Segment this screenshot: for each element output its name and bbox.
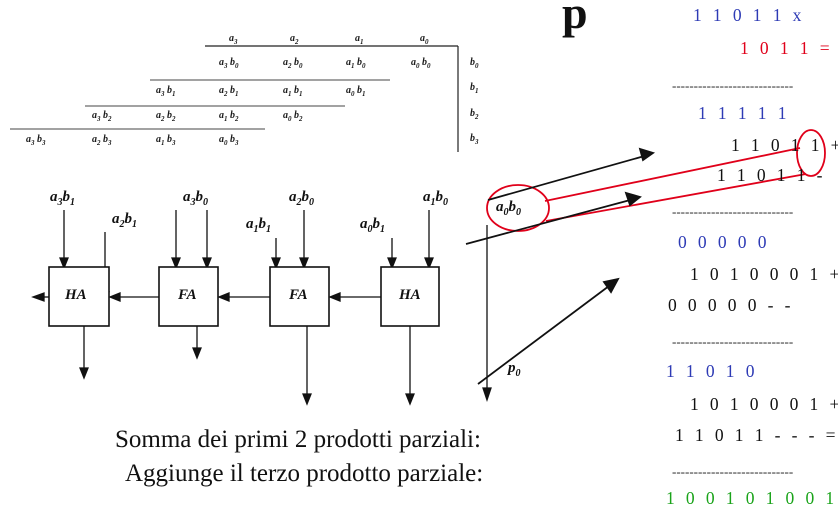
pp-row0-a2: a2 — [290, 33, 299, 46]
pp-row3-a1b2: a1 b2 — [219, 110, 239, 123]
pp-row3-a3b2: a3 b2 — [92, 110, 112, 123]
fa-label-2: FA — [289, 287, 308, 303]
pp-row1-a3b0: a3 b0 — [219, 57, 239, 70]
label-a0b0: a0b0 — [496, 199, 521, 218]
pp-row4-a3b3: a3 b3 — [26, 134, 46, 147]
pp-row1-a2b0: a2 b0 — [283, 57, 303, 70]
separator-3: ---------------------------- — [672, 334, 794, 349]
pp-row4-b3: b3 — [470, 133, 479, 146]
label-p0: p0 — [508, 360, 521, 379]
fa-label-1: FA — [178, 287, 197, 303]
pp-row4-a2b3: a2 b3 — [92, 134, 112, 147]
label-a0b1: a0b1 — [360, 216, 385, 235]
sum-2: 1 0 1 0 0 0 1 + — [690, 394, 838, 414]
pp-row2-a1b1: a1 b1 — [283, 85, 303, 98]
multiplicand: 1 1 0 1 1 x — [693, 5, 805, 25]
separator-2: ---------------------------- — [672, 204, 794, 219]
fa-block-1 — [158, 266, 219, 327]
pp-row0-a0: a0 — [420, 33, 429, 46]
pp-row3-a2b2: a2 b2 — [156, 110, 176, 123]
result: 1 0 0 1 0 1 0 0 1 — [666, 488, 838, 508]
partial-product-1: 1 1 0 1 1 + — [731, 135, 838, 155]
pp-row3-a0b2: a0 b2 — [283, 110, 303, 123]
label-a2b1: a2b1 — [112, 211, 137, 230]
pp-row4-a1b3: a1 b3 — [156, 134, 176, 147]
pp-row4-a0b3: a0 b3 — [219, 134, 239, 147]
label-a1b1: a1b1 — [246, 216, 271, 235]
pp-row0-a3: a3 — [229, 33, 238, 46]
ha-label-2: HA — [399, 287, 421, 303]
multiplier: 1 0 1 1 = — [740, 38, 833, 58]
pp-row2-a3b1: a3 b1 — [156, 85, 176, 98]
pp-row1-a1b0: a1 b0 — [346, 57, 366, 70]
caption-line1: Somma dei primi 2 prodotti parziali: — [115, 426, 481, 453]
caption-line2: Aggiunge il terzo prodotto parziale: — [125, 460, 484, 487]
multiplier-row: 1 0 1 1 = — [740, 38, 833, 59]
partial-product-4: 1 1 0 1 1 - - - = — [675, 425, 838, 445]
ha-label-1: HA — [65, 287, 87, 303]
pp-row1-a0b0: a0 b0 — [411, 57, 431, 70]
pp-row2-b1: b1 — [470, 82, 479, 95]
sum-1: 1 0 1 0 0 0 1 + — [690, 264, 838, 284]
label-a3b0: a3b0 — [183, 189, 208, 208]
pp-row2-a2b1: a2 b1 — [219, 85, 239, 98]
pp-row2-a0b1: a0 b1 — [346, 85, 366, 98]
label-a1b0: a1b0 — [423, 189, 448, 208]
separator-1: ---------------------------- — [672, 78, 794, 93]
separator-4: ---------------------------- — [672, 464, 794, 479]
partial-product-2: 1 1 0 1 1 - — [717, 165, 826, 185]
pp-row3-b2: b2 — [470, 108, 479, 121]
carries-1: 1 1 1 1 1 — [698, 103, 790, 123]
title-fragment: p — [562, 0, 588, 38]
ha-block-1 — [48, 266, 110, 327]
partial-product-3: 0 0 0 0 0 - - — [668, 295, 794, 315]
pp-row1-b0: b0 — [470, 57, 479, 70]
label-a2b0: a2b0 — [289, 189, 314, 208]
carries-2: 0 0 0 0 0 — [678, 232, 770, 252]
pp-row0-a1: a1 — [355, 33, 364, 46]
carries-3: 1 1 0 1 0 — [666, 361, 758, 381]
label-a3b1: a3b1 — [50, 189, 75, 208]
